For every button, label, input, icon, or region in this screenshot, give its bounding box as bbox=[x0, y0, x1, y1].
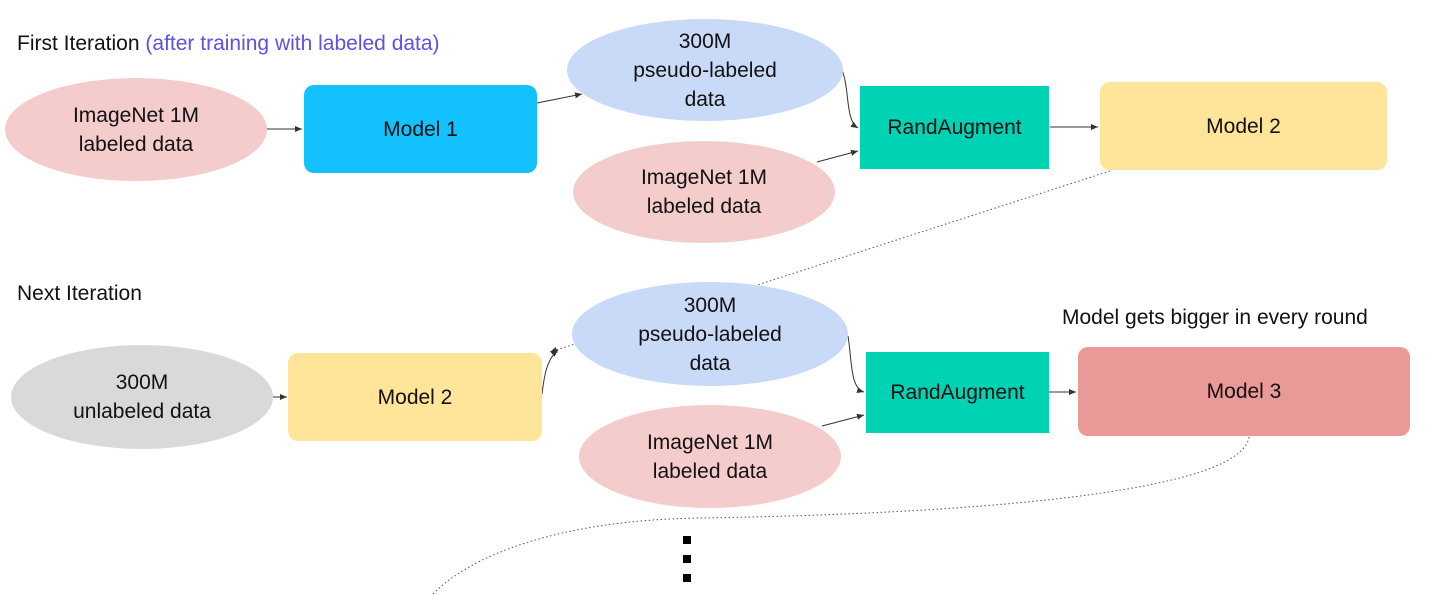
arrow-model2-to-pseudo bbox=[541, 349, 559, 395]
next-iteration-heading: Next Iteration bbox=[17, 282, 142, 305]
ellipsis-dot bbox=[683, 536, 691, 544]
pseudo-labeled-data-1: 300M pseudo-labeled data bbox=[567, 19, 843, 121]
node-line: Model 3 bbox=[1206, 380, 1282, 403]
model-3-box: Model 3 bbox=[1078, 347, 1410, 436]
arrow-pseudo-to-randaugment-1 bbox=[841, 69, 859, 129]
node-line: pseudo-labeled bbox=[633, 58, 777, 82]
arrow-labeled-to-randaugment-1 bbox=[816, 149, 859, 163]
first-iteration-note: (after training with labeled data) bbox=[145, 32, 440, 55]
node-line: 300M bbox=[115, 371, 169, 394]
node-line: Model 1 bbox=[383, 117, 458, 141]
pseudo-labeled-data-2: 300M pseudo-labeled data bbox=[572, 282, 848, 386]
node-line: ImageNet 1M bbox=[646, 430, 774, 454]
node-line: RandAugment bbox=[890, 381, 1025, 404]
model-1-box: Model 1 bbox=[304, 85, 537, 173]
imagenet-labeled-input-1: ImageNet 1M labeled data bbox=[5, 78, 267, 181]
continuation-ellipsis bbox=[680, 536, 694, 593]
node-line: Model 2 bbox=[377, 385, 453, 409]
node-line: labeled data bbox=[78, 132, 194, 156]
node-line: pseudo-labeled bbox=[638, 322, 782, 346]
node-line: Model 2 bbox=[1206, 114, 1281, 138]
ellipsis-dot bbox=[683, 555, 691, 563]
node-line: ImageNet 1M bbox=[640, 166, 768, 189]
imagenet-labeled-data-2: ImageNet 1M labeled data bbox=[579, 405, 841, 508]
node-line: data bbox=[689, 351, 731, 375]
node-line: ImageNet 1M bbox=[72, 103, 200, 127]
node-line: 300M bbox=[683, 293, 737, 317]
model-growth-caption: Model gets bigger in every round bbox=[1062, 306, 1368, 329]
arrow-pseudo-to-randaugment-2 bbox=[847, 335, 865, 393]
first-iteration-heading: First Iteration (after training with lab… bbox=[17, 31, 440, 57]
node-line: data bbox=[684, 87, 726, 111]
model-2-box-next: Model 2 bbox=[288, 353, 542, 441]
imagenet-labeled-data-1: ImageNet 1M labeled data bbox=[573, 141, 835, 243]
ellipsis-dot bbox=[683, 574, 691, 582]
unlabeled-data-input: 300M unlabeled data bbox=[11, 345, 273, 449]
arrow-labeled-to-randaugment-2 bbox=[821, 413, 865, 427]
node-line: unlabeled data bbox=[73, 400, 211, 423]
node-line: labeled data bbox=[646, 195, 762, 218]
dotted-model3-continuation bbox=[431, 436, 1250, 595]
randaugment-box-1: RandAugment bbox=[860, 86, 1049, 169]
randaugment-box-2: RandAugment bbox=[866, 352, 1049, 433]
node-line: RandAugment bbox=[887, 116, 1022, 139]
node-line: 300M bbox=[678, 29, 732, 53]
model-2-box-first: Model 2 bbox=[1100, 82, 1387, 170]
node-line: labeled data bbox=[652, 459, 768, 483]
first-iteration-title: First Iteration bbox=[17, 32, 140, 55]
arrow-model1-to-pseudo bbox=[536, 92, 583, 104]
